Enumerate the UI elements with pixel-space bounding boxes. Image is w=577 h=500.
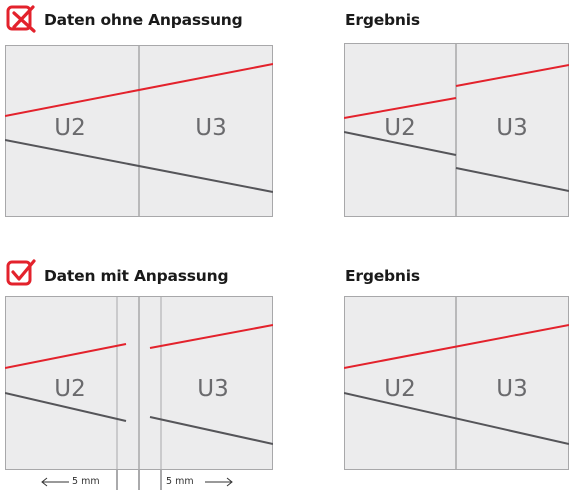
gray-line-left-segment <box>344 131 457 156</box>
dimension-tick <box>160 470 162 490</box>
page-label-u2: U2 <box>54 376 85 402</box>
arrow-right-icon <box>205 477 233 487</box>
gray-line-left-segment <box>5 392 127 422</box>
panel-result-bottom: U2 U3 <box>344 296 569 470</box>
gray-reference-line <box>344 392 569 445</box>
box-cross-icon <box>6 5 36 33</box>
dimension-label-right: 5 mm <box>166 476 194 487</box>
gray-line-right-segment <box>149 416 273 445</box>
section-title-result-top: Ergebnis <box>345 11 420 29</box>
red-line-left-segment <box>344 97 457 119</box>
arrow-left-icon <box>41 477 69 487</box>
panel-without-adjustment: U2 U3 <box>5 45 273 217</box>
page-label-u3: U3 <box>496 115 527 141</box>
red-line-right-segment <box>149 324 273 349</box>
dimension-label-left: 5 mm <box>72 476 100 487</box>
page-label-u2: U2 <box>384 115 415 141</box>
red-line-left-segment <box>5 343 127 369</box>
page-label-u3: U3 <box>496 376 527 402</box>
dimension-tick <box>138 470 140 490</box>
dimension-tick <box>116 470 118 490</box>
red-line-right-segment <box>455 64 569 87</box>
page-label-u3: U3 <box>195 115 226 141</box>
gray-line-right-segment <box>455 167 569 192</box>
page-label-u3: U3 <box>197 376 228 402</box>
box-check-icon <box>6 259 36 286</box>
red-reference-line <box>5 63 273 117</box>
page-label-u2: U2 <box>384 376 415 402</box>
page-label-u2: U2 <box>54 115 85 141</box>
red-reference-line <box>344 324 569 369</box>
panel-result-top: U2 U3 <box>344 43 569 217</box>
panel-with-adjustment: U2 U3 <box>5 296 273 470</box>
section-title-result-bottom: Ergebnis <box>345 267 420 285</box>
section-title-with-adjustment: Daten mit Anpassung <box>44 267 229 285</box>
bleed-dimension-annotation: 5 mm 5 mm <box>0 468 300 496</box>
section-title-without-adjustment: Daten ohne Anpassung <box>44 11 243 29</box>
gray-reference-line <box>5 139 273 193</box>
